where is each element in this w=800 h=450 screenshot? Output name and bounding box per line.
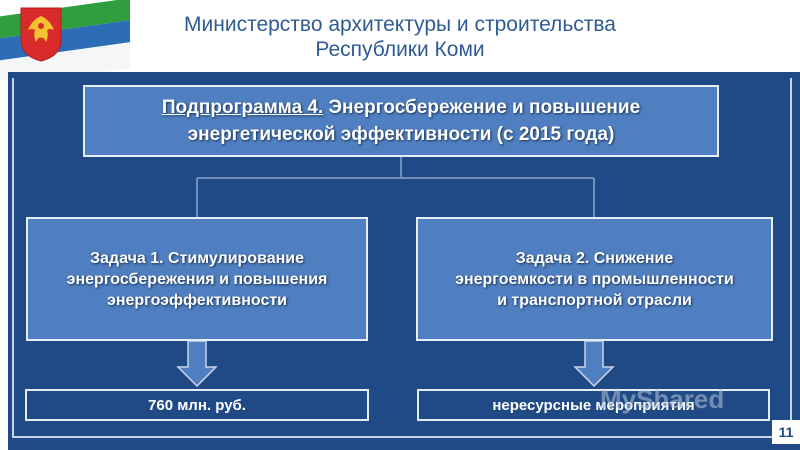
task-1-line1: Задача 1. Стимулирование xyxy=(89,249,304,267)
task-2-box: Задача 2. Снижение энергоемкости в промы… xyxy=(416,217,773,341)
page-number: 11 xyxy=(772,420,800,444)
result-2-box: нересурсные мероприятия xyxy=(417,389,770,421)
arrow-down-icon xyxy=(176,340,218,388)
panel-frame xyxy=(12,78,792,438)
task-1-box: Задача 1. Стимулирование энергосбережени… xyxy=(26,217,368,341)
subprogram-box: Подпрограмма 4. Энергосбережение и повыш… xyxy=(83,85,719,157)
task-1-line3: энергоэффективности xyxy=(106,291,288,309)
arrow-down-icon xyxy=(573,340,615,388)
subprogram-label: Подпрограмма 4. xyxy=(161,97,324,118)
subprogram-title-line2: энергетической эффективности (с 2015 год… xyxy=(187,124,615,145)
task-1-line2: энергосбережения и повышения xyxy=(66,270,328,288)
subprogram-title: Энергосбережение и повышение xyxy=(323,97,641,118)
title-line-2: Республики Коми xyxy=(315,38,485,61)
komi-emblem-icon xyxy=(20,7,62,62)
task-2-line3: и транспортной отрасли xyxy=(497,291,692,309)
task-2-line2: энергоемкости в промышленности xyxy=(455,270,734,288)
task-2-line1: Задача 2. Снижение xyxy=(515,249,674,267)
result-1-box: 760 млн. руб. xyxy=(25,389,369,421)
page-title: Министерство архитектуры и строительства… xyxy=(140,12,660,62)
watermark: MyShared xyxy=(600,384,725,414)
title-line-1: Министерство архитектуры и строительства xyxy=(184,13,616,36)
